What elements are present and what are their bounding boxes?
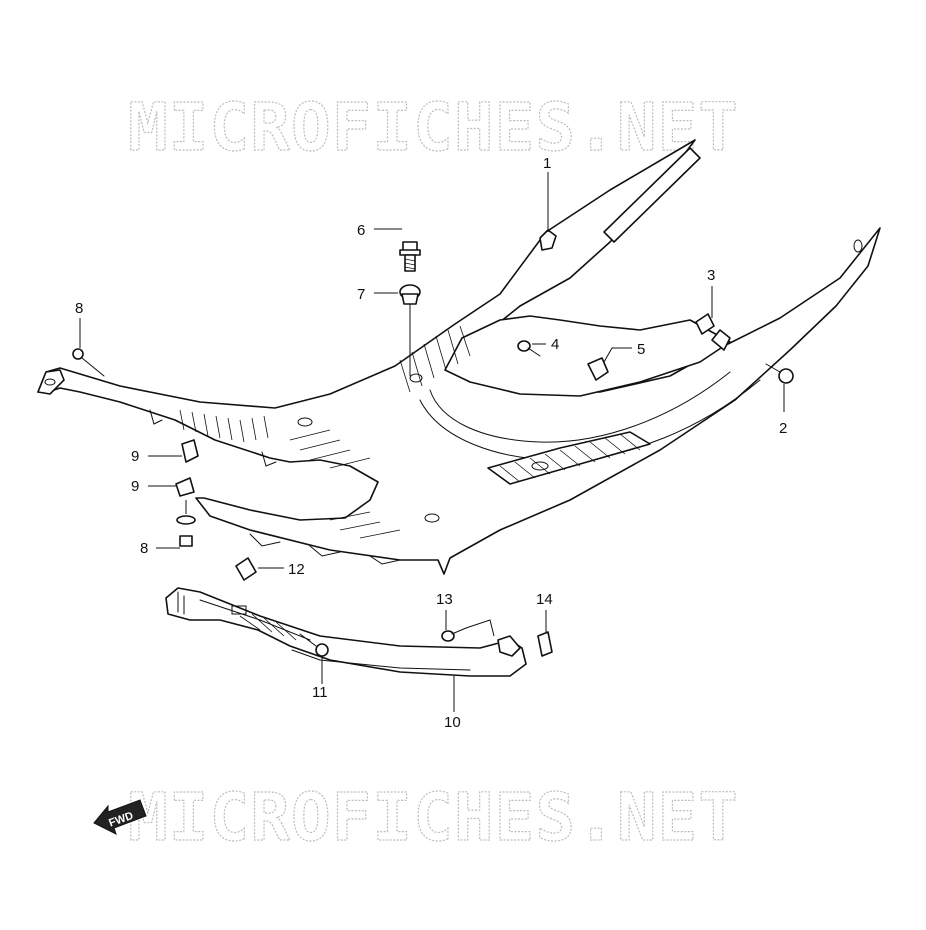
callout-12: 12: [288, 561, 305, 578]
callout-6: 6: [357, 222, 365, 239]
callout-7: 7: [357, 286, 365, 303]
leader-lines: [79, 172, 785, 712]
callout-1: 1: [543, 155, 551, 172]
front-lower-cover-part: [165, 587, 527, 677]
screw-8b-icon: [176, 515, 196, 547]
screw-4-icon: [517, 340, 541, 357]
screw-13-icon: [441, 627, 467, 642]
bolt-6-icon: [399, 241, 421, 272]
callout-4: 4: [551, 336, 559, 353]
clip-5-icon: [587, 357, 609, 381]
grommet-7-icon: [399, 284, 421, 305]
nut-9a-icon: [181, 439, 199, 463]
callout-10: 10: [444, 714, 461, 731]
callout-2: 2: [779, 420, 787, 437]
screw-2-icon: [765, 363, 794, 384]
clip-12-icon: [235, 557, 257, 581]
callout-9a: 9: [131, 448, 139, 465]
watermark-top: MICROFICHES.NET: [128, 89, 739, 166]
clip-3-icon: [695, 313, 715, 335]
callout-13: 13: [436, 591, 453, 608]
nut-9b-icon: [175, 477, 195, 497]
screw-11-icon: [299, 633, 329, 657]
callout-3: 3: [707, 267, 715, 284]
callout-8a: 8: [75, 300, 83, 317]
callout-labels: 1 2 3 4 5 6 7 8 8 9 9 10 11 12 13 14: [75, 155, 787, 731]
callout-9b: 9: [131, 478, 139, 495]
callout-8b: 8: [140, 540, 148, 557]
clip-14-icon: [537, 631, 553, 657]
callout-14: 14: [536, 591, 553, 608]
callout-5: 5: [637, 341, 645, 358]
callout-11: 11: [312, 684, 328, 701]
screw-8a-icon: [72, 348, 105, 377]
floor-panel-part: [37, 139, 881, 575]
watermark-bottom: MICROFICHES.NET: [128, 779, 739, 856]
